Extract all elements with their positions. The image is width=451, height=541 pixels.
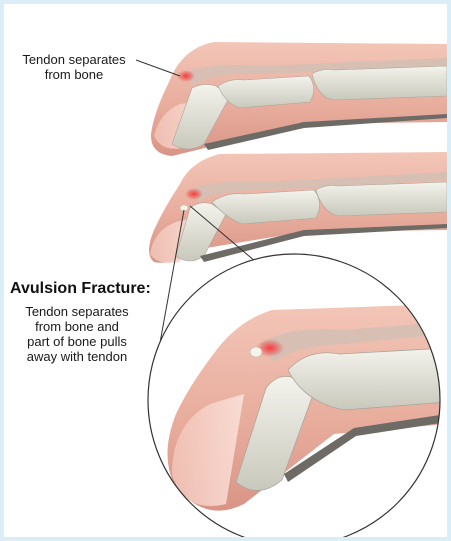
tendon-separates-line1: Tendon separates: [6, 52, 142, 67]
avulsion-line4: away with tendon: [12, 349, 142, 364]
finger-middle-tendon-tear: [185, 188, 203, 200]
avulsion-line2: from bone and: [12, 319, 142, 334]
avulsion-line1: Tendon separates: [12, 304, 142, 319]
top-label-pointer: [136, 60, 180, 76]
avulsion-line3: part of bone pulls: [12, 334, 142, 349]
finger-top: [151, 42, 447, 156]
finger-top-middle-bone: [218, 76, 314, 108]
tendon-separates-label: Tendon separates from bone: [6, 52, 142, 82]
finger-middle-proximal-bone: [316, 182, 447, 216]
diagram-frame: Tendon separates from bone Avulsion Frac…: [4, 4, 447, 537]
zoom-bone-fragment: [250, 347, 262, 357]
tendon-separates-line2: from bone: [6, 67, 142, 82]
avulsion-description: Tendon separates from bone and part of b…: [12, 304, 142, 364]
finger-middle: [149, 152, 447, 263]
avulsion-fracture-heading: Avulsion Fracture:: [10, 280, 151, 298]
finger-top-proximal-bone: [312, 66, 447, 100]
finger-illustration: [4, 4, 447, 537]
